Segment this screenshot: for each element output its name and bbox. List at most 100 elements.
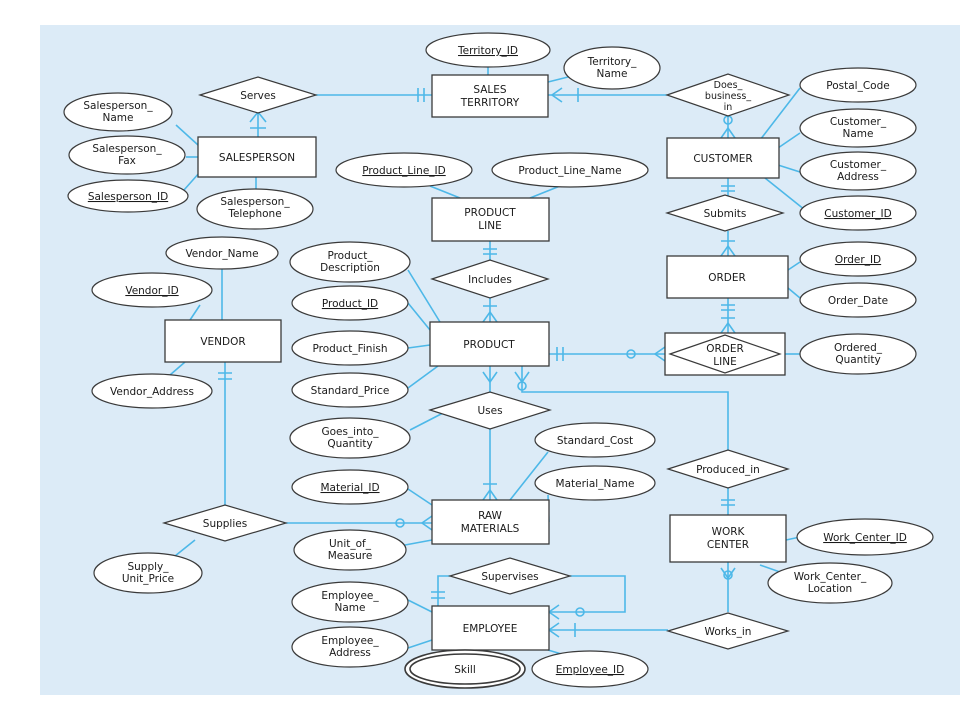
attr-order-date: Order_Date xyxy=(799,282,917,318)
svg-text:Territory_ID: Territory_ID xyxy=(457,45,518,57)
attr-ordered-quantity: Ordered_Quantity xyxy=(799,333,917,375)
svg-text:Customer_Name: Customer_Name xyxy=(830,116,887,140)
attr-line xyxy=(407,639,433,649)
svg-text:Territory_Name: Territory_Name xyxy=(587,56,638,80)
attr-employee-address: Employee_Address xyxy=(291,626,409,668)
entity-product: PRODUCT xyxy=(429,321,550,367)
svg-text:Unit_of_Measure: Unit_of_Measure xyxy=(328,538,373,562)
svg-text:Does_business_in: Does_business_in xyxy=(705,80,751,113)
attr-vendor-id: Vendor_ID xyxy=(91,272,213,308)
svg-text:Customer_ID: Customer_ID xyxy=(824,208,891,220)
attr-order-id: Order_ID xyxy=(799,241,917,277)
svg-text:EMPLOYEE: EMPLOYEE xyxy=(463,623,518,635)
svg-text:Goes_into_Quantity: Goes_into_Quantity xyxy=(321,426,379,450)
attr-postal-code: Postal_Code xyxy=(799,67,917,103)
attr-employee-name: Employee_Name xyxy=(291,581,409,623)
attr-line xyxy=(169,361,186,376)
optional-mark xyxy=(723,570,733,580)
svg-text:Order_Date: Order_Date xyxy=(828,295,888,307)
relationship-includes: Includes xyxy=(430,259,550,299)
svg-text:Vendor_Name: Vendor_Name xyxy=(185,248,258,260)
attr-vendor-address: Vendor_Address xyxy=(91,373,213,409)
svg-text:Submits: Submits xyxy=(704,208,747,220)
svg-text:Product_Description: Product_Description xyxy=(320,250,380,274)
attr-product-line-id: Product_Line_ID xyxy=(335,152,473,188)
crow-foot xyxy=(653,346,666,362)
attr-vendor-name: Vendor_Name xyxy=(165,236,279,270)
attr-line xyxy=(189,304,201,321)
relationship-does-business-in: Does_business_in xyxy=(665,73,791,117)
attr-customer-id: Customer_ID xyxy=(799,195,917,231)
supervises-line xyxy=(437,575,450,606)
attr-line xyxy=(777,132,801,149)
entity-employee: EMPLOYEE xyxy=(431,605,550,651)
crow-foot xyxy=(720,567,736,580)
svg-text:Standard_Cost: Standard_Cost xyxy=(557,435,633,447)
attr-salesperson-name: Salesperson_Name xyxy=(63,92,173,132)
relationship-supervises: Supervises xyxy=(447,557,573,595)
svg-text:Material_Name: Material_Name xyxy=(556,478,635,490)
svg-text:Supply_Unit_Price: Supply_Unit_Price xyxy=(122,561,174,585)
attr-product-description: Product_Description xyxy=(289,241,411,283)
attr-product-line-name: Product_Line_Name xyxy=(491,152,649,188)
attr-line xyxy=(175,124,199,146)
svg-text:Supervises: Supervises xyxy=(481,571,538,583)
attr-work-center-location: Work_Center_Location xyxy=(767,562,893,604)
attr-line xyxy=(409,411,446,431)
attr-line xyxy=(529,185,561,199)
svg-text:CUSTOMER: CUSTOMER xyxy=(693,153,752,165)
svg-text:Product_Line_Name: Product_Line_Name xyxy=(518,165,621,177)
relationship-submits: Submits xyxy=(664,194,786,232)
svg-text:Employee_Name: Employee_Name xyxy=(321,590,379,614)
attr-line xyxy=(764,177,806,211)
attr-customer-name: Customer_Name xyxy=(799,108,917,148)
attr-territory-id: Territory_ID xyxy=(425,32,551,68)
svg-text:Customer_Address: Customer_Address xyxy=(830,159,887,183)
attr-line xyxy=(787,261,801,271)
svg-text:PRODUCT: PRODUCT xyxy=(463,339,515,351)
attr-salesperson-fax: Salesperson_Fax xyxy=(68,135,186,175)
attr-line xyxy=(509,451,549,501)
crow-foot xyxy=(720,317,736,334)
attr-line xyxy=(759,87,801,141)
entity-salesperson: SALESPERSON xyxy=(197,136,317,178)
svg-text:Skill: Skill xyxy=(454,664,476,676)
attr-line xyxy=(407,302,431,331)
crow-foot xyxy=(482,483,498,501)
svg-text:Work_Center_ID: Work_Center_ID xyxy=(823,532,907,544)
attr-salesperson-telephone: Salesperson_Telephone xyxy=(196,188,314,230)
bar-mark xyxy=(218,372,232,380)
optional-mark xyxy=(575,607,585,617)
svg-text:Work_Center_Location: Work_Center_Location xyxy=(794,571,867,595)
attr-line xyxy=(787,287,801,299)
svg-text:Salesperson_ID: Salesperson_ID xyxy=(88,191,168,203)
entity-customer: CUSTOMER xyxy=(666,137,780,179)
bar-mark xyxy=(483,248,497,255)
connectors xyxy=(169,67,806,659)
attr-standard-price: Standard_Price xyxy=(291,372,409,408)
svg-text:Employee_ID: Employee_ID xyxy=(556,664,624,676)
attr-unit-of-measure: Unit_of_Measure xyxy=(293,529,407,571)
attr-product-id: Product_ID xyxy=(291,285,409,321)
bar-mark xyxy=(417,88,425,102)
optional-mark xyxy=(517,381,527,391)
svg-text:Order_ID: Order_ID xyxy=(835,254,881,266)
bar-mark xyxy=(556,347,564,361)
attr-product-finish: Product_Finish xyxy=(291,330,409,366)
svg-text:Material_ID: Material_ID xyxy=(320,482,379,494)
svg-text:Standard_Price: Standard_Price xyxy=(311,385,390,397)
relationship-uses: Uses xyxy=(427,391,553,430)
svg-text:Supplies: Supplies xyxy=(203,518,247,530)
attr-line xyxy=(404,486,433,506)
produced-in-line xyxy=(521,366,729,450)
svg-text:Salesperson_Fax: Salesperson_Fax xyxy=(92,143,162,167)
svg-text:Serves: Serves xyxy=(240,90,276,102)
relationship-works-in: Works_in xyxy=(665,612,791,650)
attr-territory-name: Territory_Name xyxy=(563,46,661,90)
attr-customer-address: Customer_Address xyxy=(799,151,917,191)
